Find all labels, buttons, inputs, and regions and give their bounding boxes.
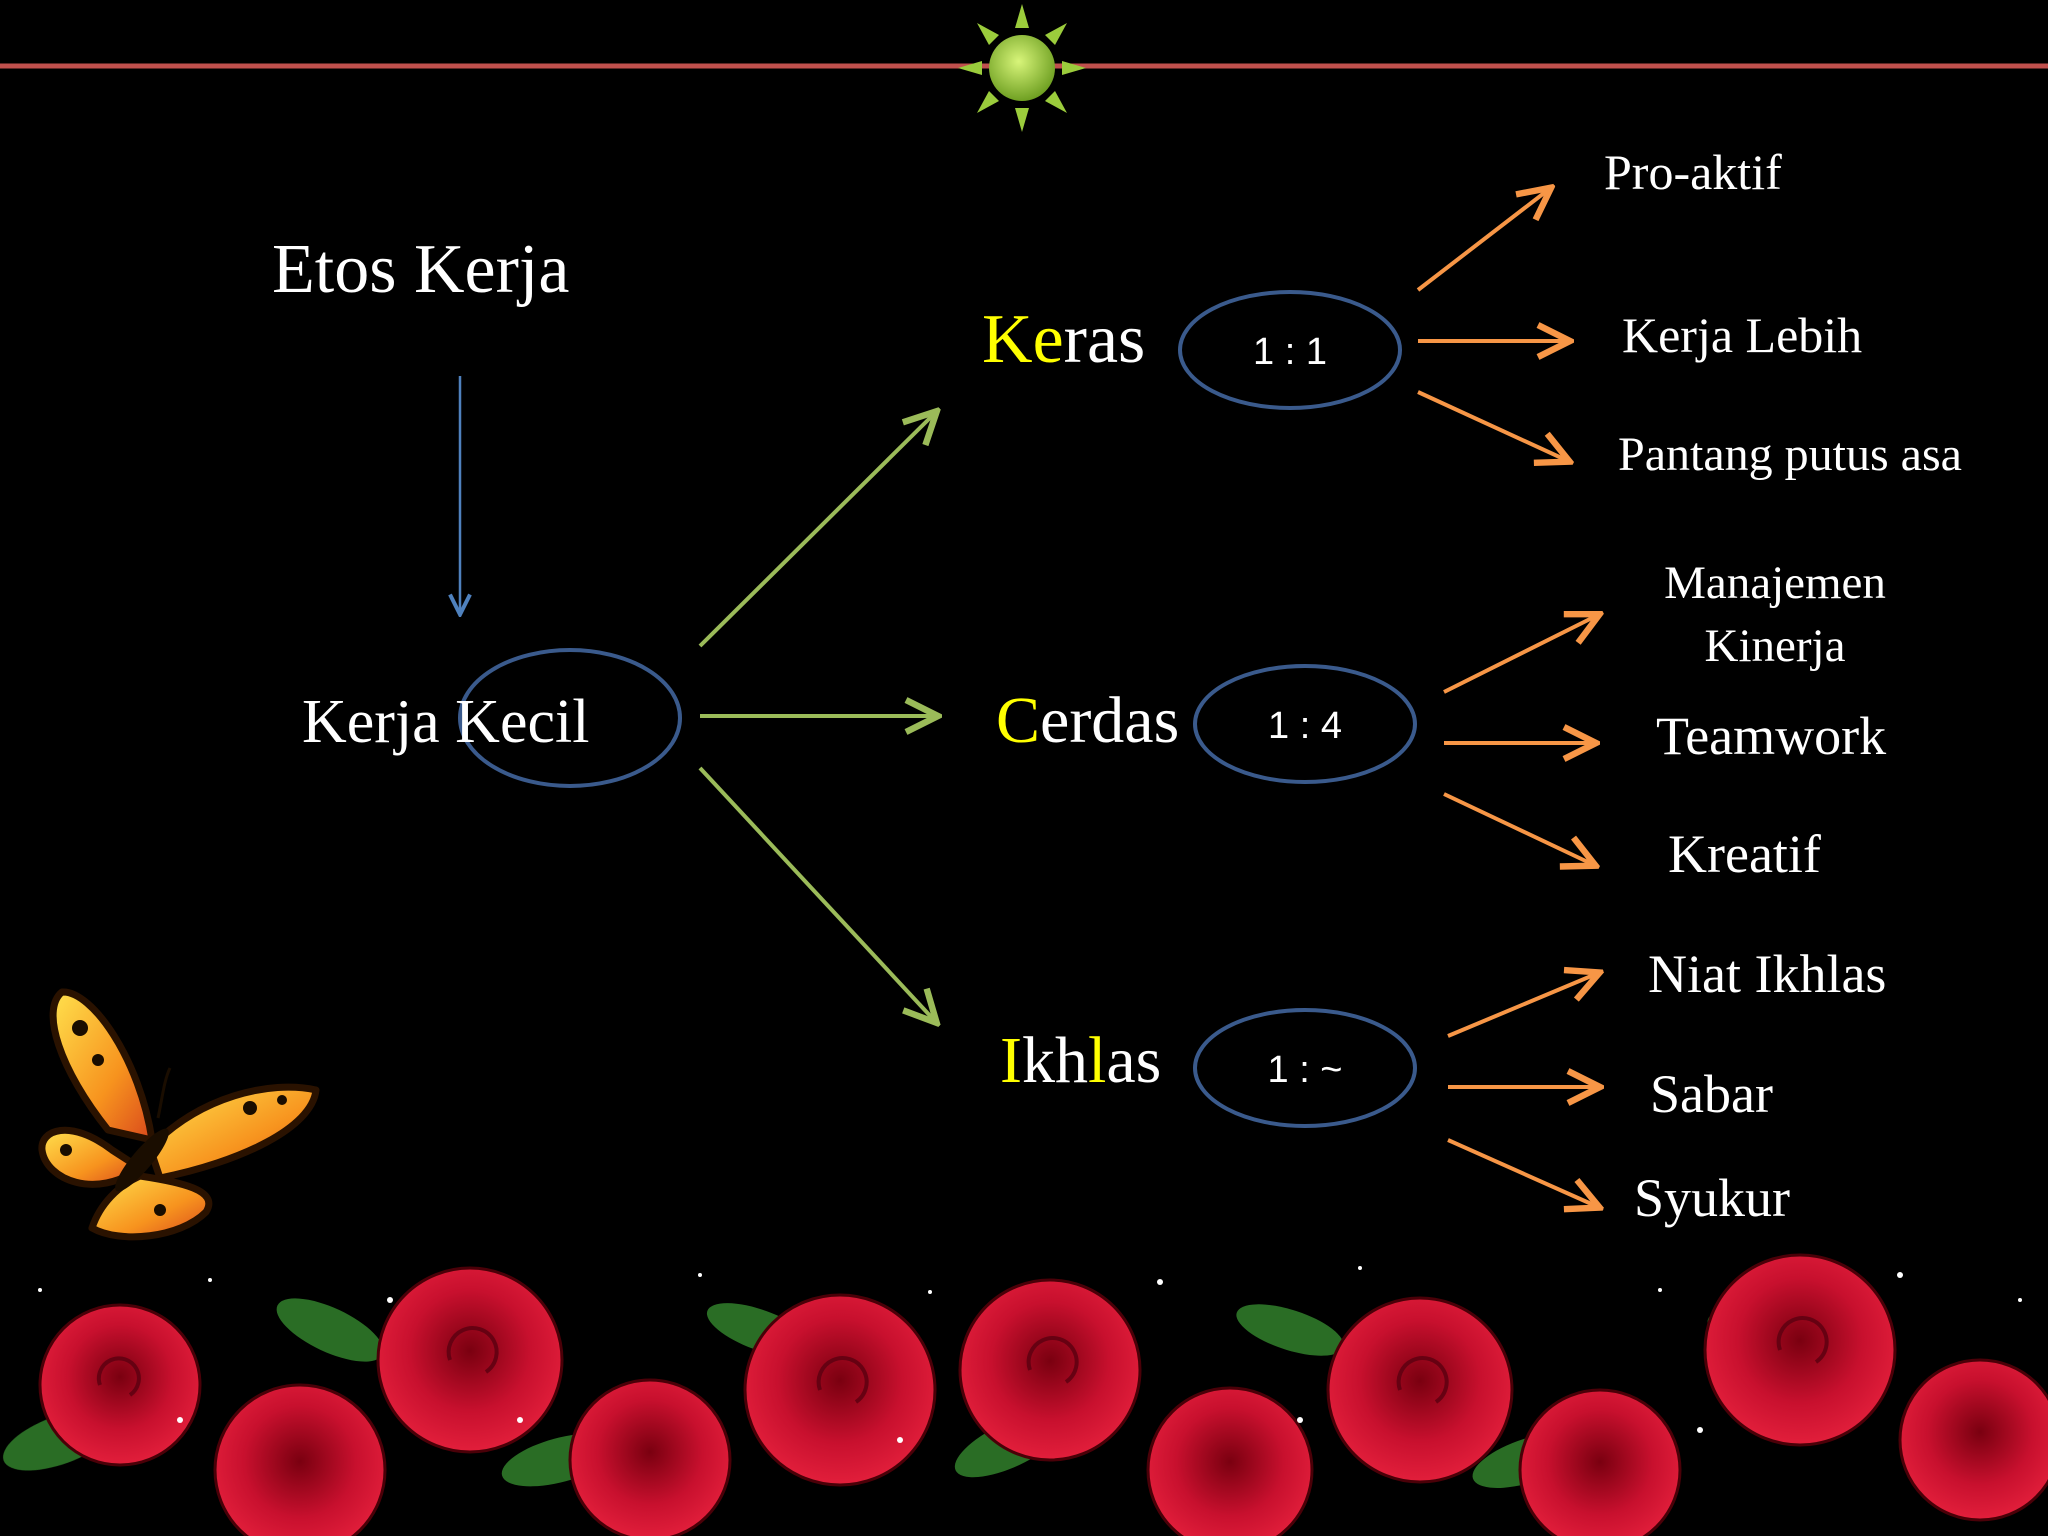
item-pro-aktif: Pro-aktif	[1604, 144, 1782, 200]
ratio-ellipse-keras	[1178, 290, 1402, 410]
root-ellipse	[458, 648, 682, 788]
item-arrow-pro-aktif	[1416, 190, 1548, 292]
item-manajemen-kinerja: Manajemen Kinerja	[1664, 557, 1886, 672]
item-arrow-kreatif	[1443, 792, 1592, 864]
item-arrow-pantang	[1417, 390, 1566, 460]
item-arrow-niat	[1447, 974, 1596, 1038]
item-syukur: Syukur	[1634, 1168, 1790, 1228]
ratio-ellipse-ikhlas	[1193, 1008, 1417, 1128]
item-sabar: Sabar	[1650, 1064, 1773, 1124]
ratio-ikhlas: 1 : ~	[1268, 1049, 1343, 1091]
item-niat-ikhlas: Niat Ikhlas	[1648, 944, 1886, 1004]
item-teamwork: Teamwork	[1656, 706, 1886, 766]
item-manajemen-kinerja-box: Manajemen Kinerja	[1664, 557, 1886, 672]
item-arrow-manajemen	[1443, 616, 1596, 694]
ratio-cerdas: 1 : 4	[1268, 705, 1342, 747]
ratio-keras: 1 : 1	[1253, 331, 1327, 373]
item-kreatif: Kreatif	[1668, 824, 1821, 884]
root-label: Kerja Kecil	[302, 688, 589, 756]
butterfly-icon	[38, 988, 320, 1241]
diagram-title: Etos Kerja	[272, 231, 569, 308]
item-arrow-syukur	[1447, 1138, 1596, 1206]
item-kerja-lebih: Kerja Lebih	[1622, 307, 1862, 363]
rose-border	[3, 1253, 2048, 1536]
item-pantang-putus-asa: Pantang putus asa	[1618, 428, 1962, 481]
branch-arrow-ikhlas	[698, 766, 934, 1020]
sun-icon	[958, 4, 1086, 132]
branch-name-cerdas: Cerdas	[996, 684, 1179, 757]
ratio-ellipse-cerdas	[1193, 664, 1417, 784]
branch-name-ikhlas: Ikhlas	[1000, 1024, 1161, 1097]
branch-arrow-keras	[698, 414, 934, 648]
branch-name-keras: Keras	[982, 301, 1145, 378]
